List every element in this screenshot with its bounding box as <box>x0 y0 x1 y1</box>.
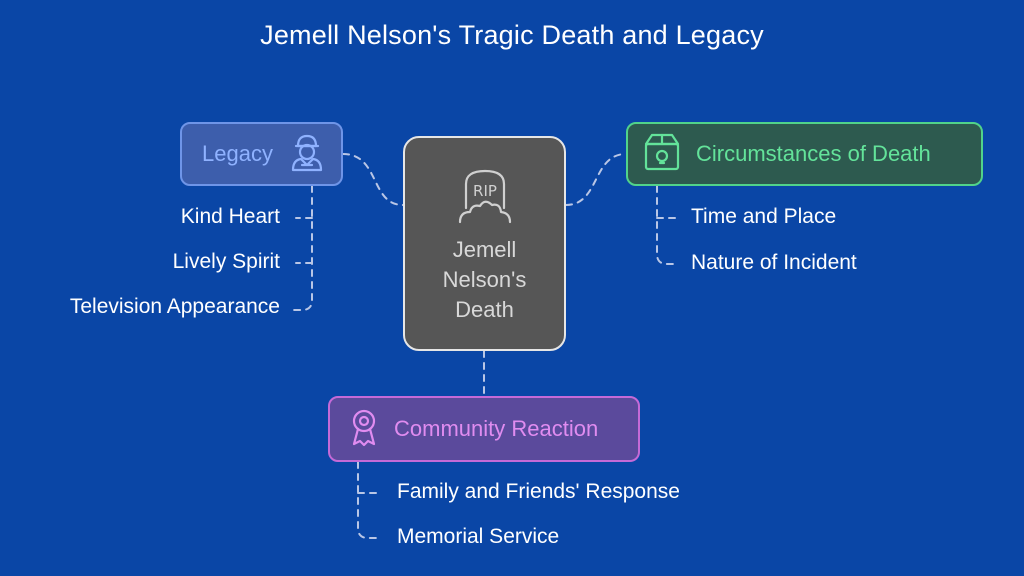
award-icon <box>346 407 382 452</box>
connector-legacy-center <box>342 153 404 206</box>
person-icon <box>287 132 327 177</box>
legacy-node: Legacy <box>180 122 343 186</box>
center-node: RIP Jemell Nelson's Death <box>403 136 566 351</box>
connector-circumstances-items <box>656 185 676 265</box>
connector-community-items <box>357 461 379 539</box>
circumstances-label: Circumstances of Death <box>696 141 931 166</box>
center-node-label: Jemell Nelson's Death <box>442 237 527 322</box>
diagram-title: Jemell Nelson's Tragic Death and Legacy <box>260 20 764 50</box>
connector-legacy-items <box>293 185 313 311</box>
community-item-family-friends-response: Family and Friends' Response <box>397 480 680 503</box>
circumstances-item-nature-of-incident: Nature of Incident <box>691 251 857 274</box>
community-item-memorial-service: Memorial Service <box>397 525 560 548</box>
legacy-item-lively-spirit: Lively Spirit <box>172 250 280 273</box>
legacy-item-television-appearance: Television Appearance <box>69 295 280 318</box>
tombstone-rip-icon: RIP <box>458 168 512 229</box>
connector-center-circumstances <box>565 153 627 206</box>
circumstances-node: Circumstances of Death <box>626 122 983 186</box>
box-icon <box>642 132 682 177</box>
legacy-item-kind-heart: Kind Heart <box>180 205 280 228</box>
community-label: Community Reaction <box>394 416 599 441</box>
svg-text:RIP: RIP <box>473 182 497 200</box>
community-node: Community Reaction <box>328 396 640 462</box>
legacy-label: Legacy <box>202 141 273 166</box>
circumstances-item-time-and-place: Time and Place <box>691 205 837 228</box>
